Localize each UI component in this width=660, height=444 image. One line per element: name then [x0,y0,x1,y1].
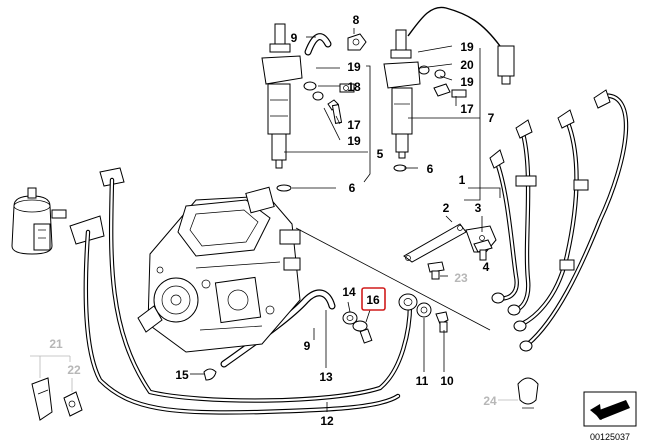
callout-11[interactable]: 11 [416,374,429,388]
fuel-filter[interactable] [11,187,67,255]
callout-labels: 9 8 19 18 17 19 5 6 19 20 19 17 7 6 1 2 … [49,13,497,428]
clamp-left[interactable] [303,81,355,124]
fuel-line-feed[interactable] [108,177,413,403]
callout-9-lower[interactable]: 9 [304,339,311,353]
leader-lines [190,28,501,412]
washer-14[interactable] [342,311,358,325]
nut-upper[interactable] [347,33,367,51]
leak-hose-upper[interactable] [304,33,332,56]
callout-8[interactable]: 8 [353,13,360,27]
callout-20[interactable]: 20 [460,58,474,72]
callout-19-d[interactable]: 19 [460,75,474,89]
hose-clamp[interactable] [203,368,217,381]
callout-6-right[interactable]: 6 [427,162,434,176]
injector-left[interactable] [261,23,303,169]
callout-14[interactable]: 14 [342,285,356,299]
leak-hose-lower[interactable] [220,289,336,368]
callout-21[interactable]: 21 [49,337,63,351]
callout-10[interactable]: 10 [440,374,454,388]
view-direction-icon [583,391,637,427]
callout-15[interactable]: 15 [175,368,189,382]
clamp-right[interactable] [418,65,467,98]
callout-4[interactable]: 4 [483,260,490,274]
callout-19-c[interactable]: 19 [460,40,474,54]
clip-24[interactable] [517,377,539,409]
banjo-fitting[interactable] [398,293,418,311]
callout-23[interactable]: 23 [454,271,468,285]
callout-17-b[interactable]: 17 [460,102,474,116]
callout-6-left[interactable]: 6 [349,181,356,195]
highlight-box [361,287,386,311]
injector-sensor-cable[interactable] [407,6,515,85]
bracket-21[interactable] [31,377,53,421]
callout-3[interactable]: 3 [475,201,482,215]
document-id: 00125037 [590,432,630,442]
callout-13[interactable]: 13 [319,370,333,384]
seal-ring-11[interactable] [416,302,432,318]
callout-16[interactable]: 16 [366,293,380,307]
hose-connector-lower[interactable] [69,215,105,245]
bolt-23[interactable] [427,261,445,280]
callout-7[interactable]: 7 [488,111,495,125]
hose-connector-upper[interactable] [99,167,125,187]
callout-17-a[interactable]: 17 [347,118,361,132]
callout-9-upper[interactable]: 9 [291,31,298,45]
injection-pump[interactable] [137,186,301,353]
callout-24[interactable]: 24 [483,394,497,408]
callout-12[interactable]: 12 [320,414,334,428]
high-pressure-lines[interactable] [489,89,629,352]
callout-1[interactable]: 1 [459,173,466,187]
callout-19-a[interactable]: 19 [347,60,361,74]
callout-5[interactable]: 5 [377,147,384,161]
leader-lines-optional [30,355,518,401]
callout-18[interactable]: 18 [347,80,361,94]
fuel-line-return[interactable] [83,229,401,415]
clip-22[interactable] [63,391,83,417]
injector-right[interactable] [383,29,421,159]
callout-22[interactable]: 22 [67,363,81,377]
callout-19-b[interactable]: 19 [347,134,361,148]
banjo-bolt[interactable] [435,311,449,333]
sealing-washer-left[interactable] [276,184,292,192]
callout-2[interactable]: 2 [443,201,450,215]
bracket-2[interactable] [403,223,467,263]
hollow-bolt[interactable] [352,320,373,344]
bolt-4[interactable] [473,239,493,261]
